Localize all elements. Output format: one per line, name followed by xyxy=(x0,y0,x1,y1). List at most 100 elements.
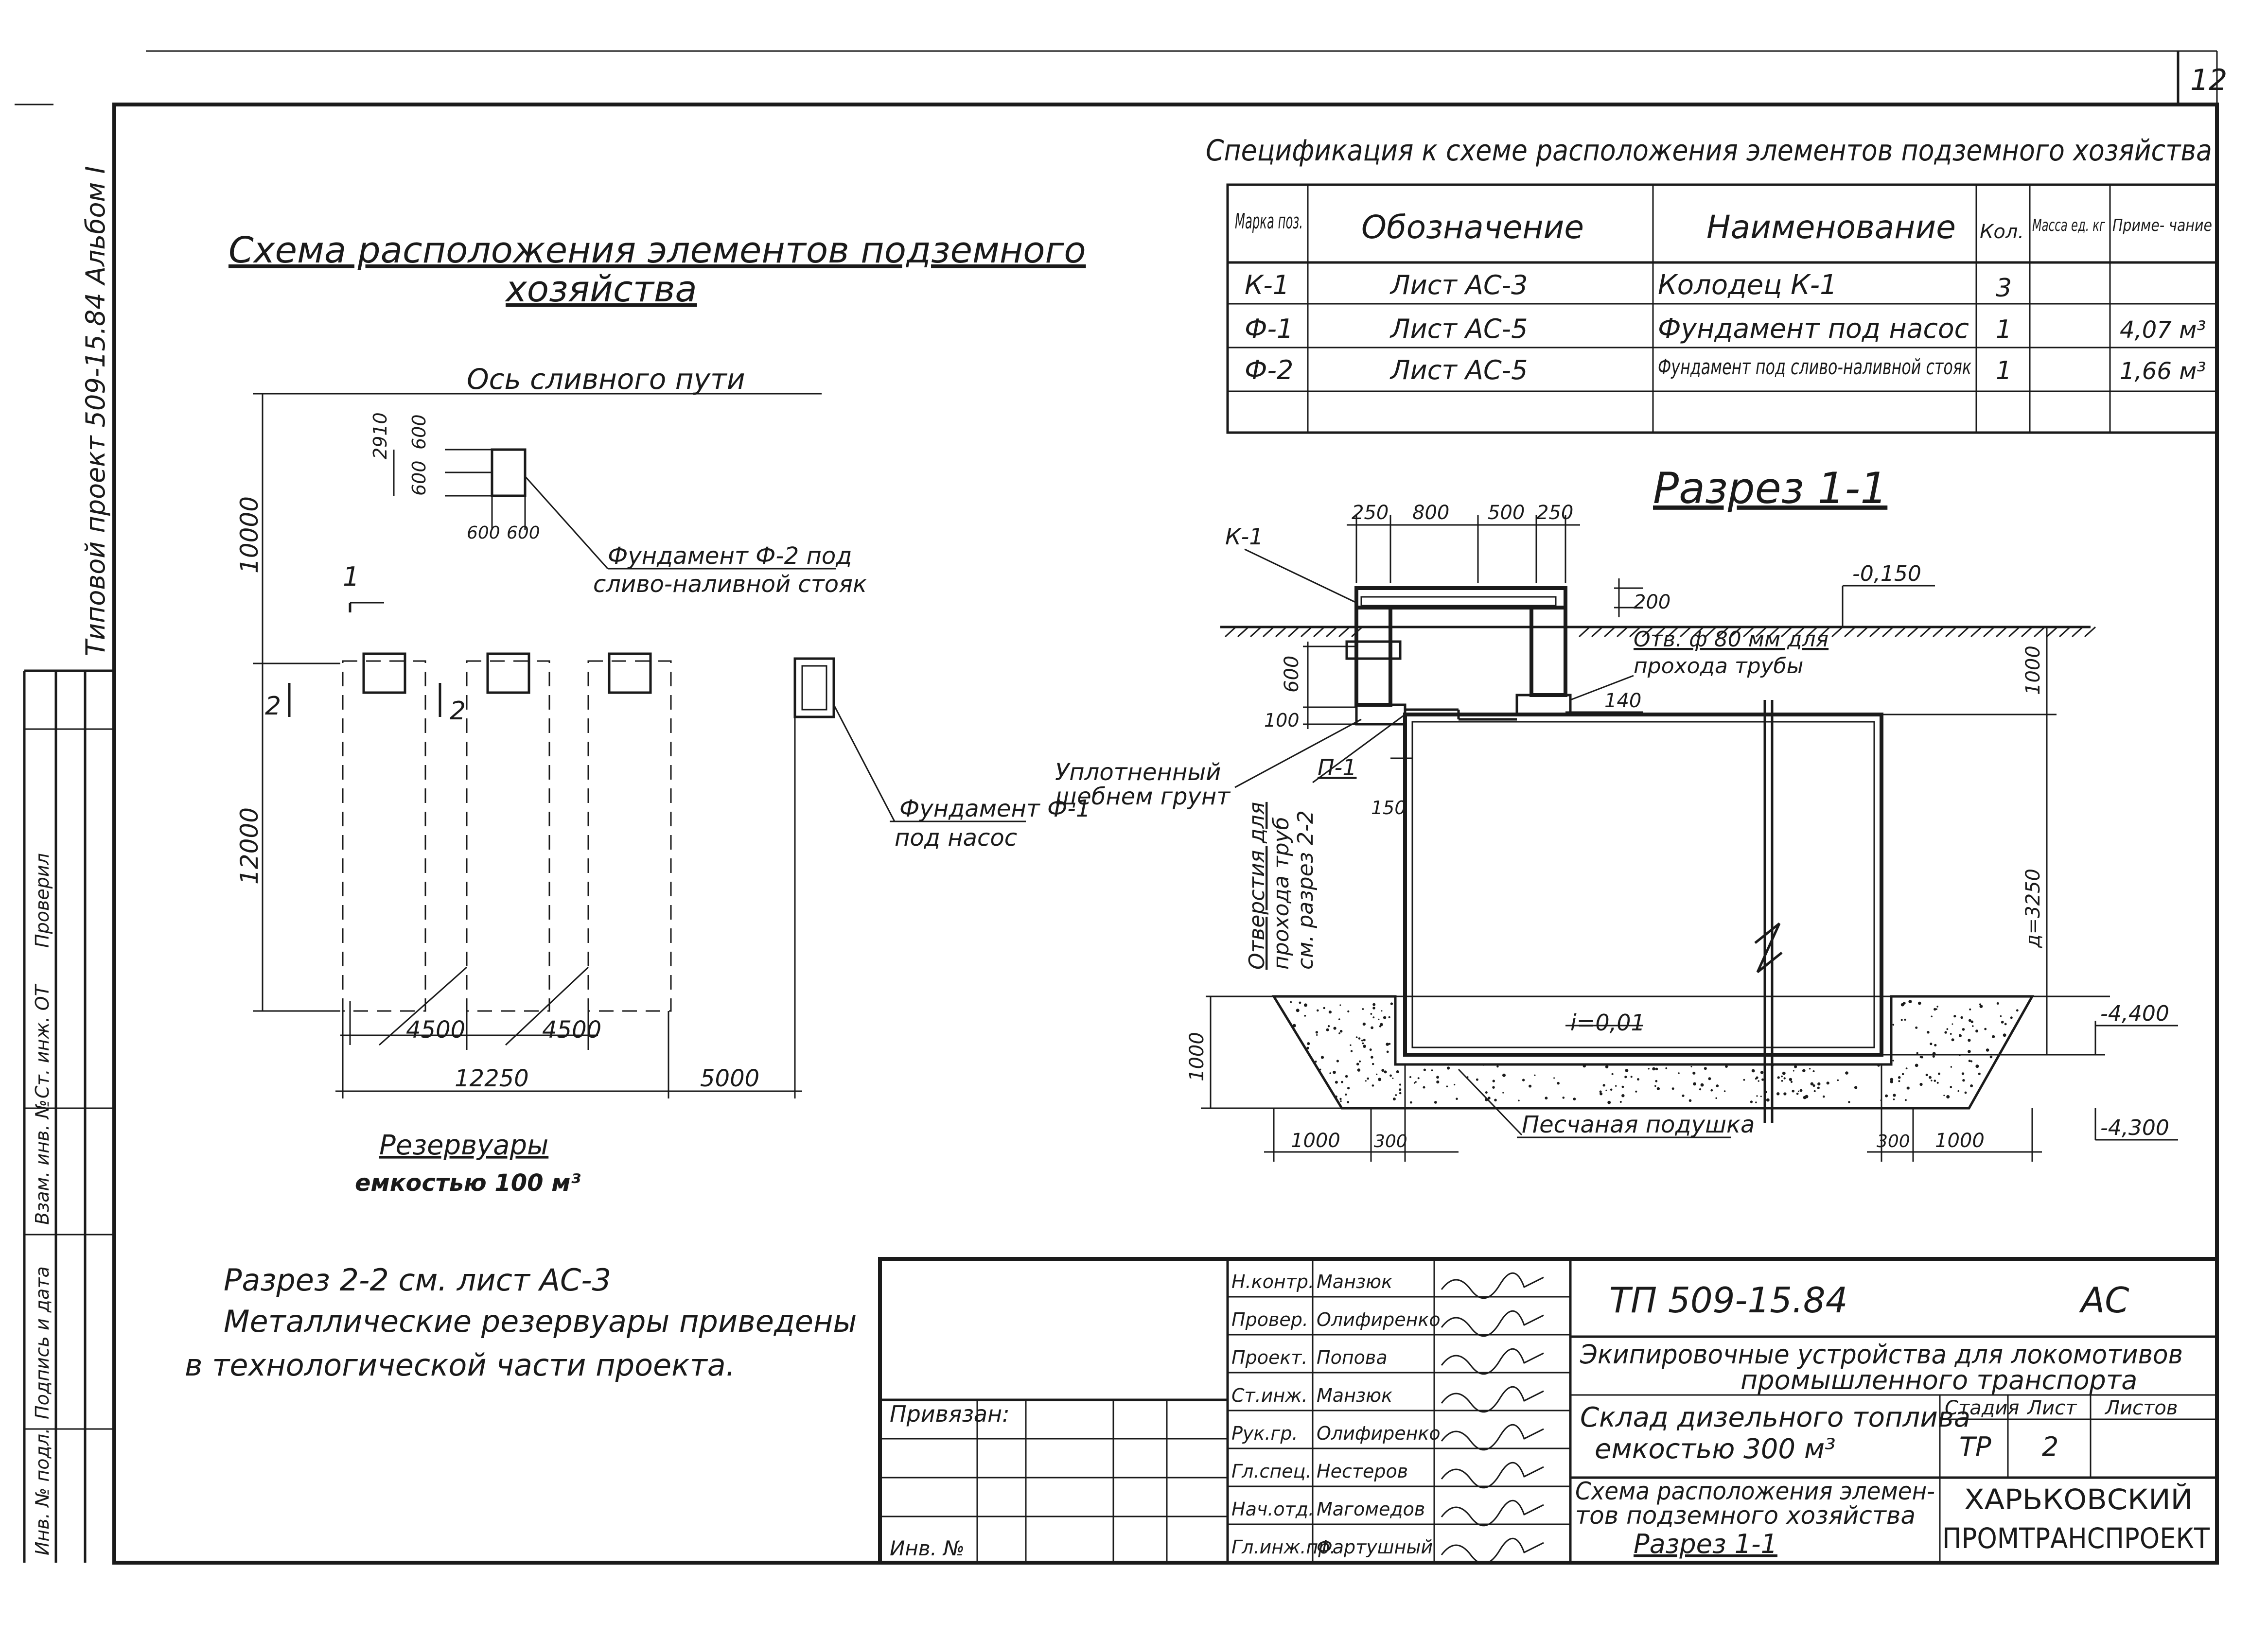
people-role: Провер. xyxy=(1231,1309,1308,1330)
sand-dot xyxy=(1848,1101,1850,1103)
spec-row3-mark: Ф-2 xyxy=(1245,355,1293,385)
pipe-holes-line1: Отверстия для xyxy=(1245,802,1269,970)
sand-dot xyxy=(1381,1010,1383,1012)
sand-dot xyxy=(1454,1083,1456,1086)
section-dim-top-1: 250 xyxy=(1352,502,1389,524)
sand-dot xyxy=(1760,1096,1762,1098)
sand-dot xyxy=(1345,1075,1348,1078)
sand-dot xyxy=(1319,1068,1321,1071)
sand-dot xyxy=(1789,1078,1793,1081)
level-bot: -4,300 xyxy=(2100,1115,2169,1140)
sand-dot xyxy=(1931,1015,1933,1017)
spec-title: Спецификация к схеме расположения элемен… xyxy=(1206,134,2212,168)
sand-dot xyxy=(1341,1080,1343,1083)
sand-dot xyxy=(1772,1064,1774,1067)
sand-dot xyxy=(1654,1085,1656,1087)
dim-10000: 10000 xyxy=(235,496,264,574)
sand-dot xyxy=(1655,1067,1658,1070)
hatch-mark xyxy=(1768,626,1780,638)
sand-dot xyxy=(1813,1090,1816,1092)
sand-dot xyxy=(2000,1015,2002,1017)
people-name: Магомедов xyxy=(1317,1499,1425,1520)
sand-dot xyxy=(1456,1098,1458,1100)
sand-dot xyxy=(1678,1072,1680,1074)
sand-dot xyxy=(1372,1007,1375,1010)
sand-dot xyxy=(1384,1070,1387,1074)
callout-f2-line2: сливо-наливной стояк xyxy=(593,571,867,598)
sand-dot xyxy=(1715,1097,1717,1099)
sand-dot xyxy=(1725,1065,1728,1068)
spec-row2-mark: Ф-1 xyxy=(1245,314,1293,344)
spec-row1-designation: Лист АС-3 xyxy=(1389,270,1528,300)
people-rows: Н.контр.МанзюкПровер.ОлифиренкоПроект.По… xyxy=(1228,1271,1570,1565)
sand-dot xyxy=(1417,1077,1420,1080)
section-dim-150: 150 xyxy=(1371,797,1407,819)
sand-dots xyxy=(1290,1000,2019,1104)
callout-f1-line1: Фундамент Ф-1 xyxy=(899,795,1090,822)
sand-dot xyxy=(1944,1031,1947,1034)
section-mark-1: 1 xyxy=(343,561,359,592)
sand-dot xyxy=(1399,1083,1401,1086)
people-role: Н.контр. xyxy=(1231,1271,1314,1292)
section-mark-p1: П-1 xyxy=(1318,754,1356,781)
hatch-mark xyxy=(1629,626,1641,638)
sand-dot xyxy=(1619,1101,1622,1103)
doc-code: ТП 509-15.84 xyxy=(1609,1280,1848,1321)
sand-dot xyxy=(1338,1018,1340,1020)
sand-dot xyxy=(1655,1080,1658,1082)
dim-600-d: 600 xyxy=(507,523,540,543)
sand-dot xyxy=(1783,1092,1787,1096)
hatch-mark xyxy=(2071,626,2084,638)
sand-dot xyxy=(1931,1080,1933,1081)
hatch-mark xyxy=(1793,626,1806,638)
sand-dot xyxy=(1333,1070,1336,1074)
sand-dot xyxy=(1710,1089,1713,1092)
sand-dot xyxy=(1485,1091,1488,1094)
sand-dot xyxy=(2004,1023,2007,1026)
sand-dot xyxy=(1918,1001,1921,1005)
hatch-mark xyxy=(1730,626,1742,638)
dim-4500-a: 4500 xyxy=(406,1016,465,1044)
note-line3: в технологической части проекта. xyxy=(185,1347,735,1383)
section-dim-600: 600 xyxy=(1281,656,1303,693)
hatch-mark xyxy=(1275,626,1287,638)
axis-label: Ось сливного пути xyxy=(467,363,745,396)
sand-dot xyxy=(1345,1093,1347,1096)
sheet-title-line1: Схема расположения элемен- xyxy=(1575,1477,1935,1505)
section-dim-1000-right: 1000 xyxy=(2022,645,2044,695)
hatch-mark xyxy=(1692,626,1705,638)
sand-dot xyxy=(1446,1085,1448,1087)
hatch-mark xyxy=(1881,626,1894,638)
signature xyxy=(1441,1310,1544,1337)
sand-dot xyxy=(1423,1086,1425,1089)
note-line2: Металлические резервуары приведены xyxy=(224,1304,857,1339)
spec-header-name: Наименование xyxy=(1706,209,1956,246)
sand-dot xyxy=(1436,1076,1439,1079)
sand-dot xyxy=(1892,1060,1894,1062)
section-dim-bottom-1: 1000 xyxy=(1291,1130,1340,1152)
sand-dot xyxy=(1372,1063,1374,1065)
sand-dot xyxy=(1793,1070,1794,1072)
compacted-line2: щебнем грунт xyxy=(1055,783,1231,810)
sand-dot xyxy=(1885,1094,1888,1098)
sand-dot xyxy=(1996,1002,1999,1005)
sand-dot xyxy=(1756,1076,1758,1079)
spec-row1-name: Колодец К-1 xyxy=(1658,269,1837,301)
sand-dot xyxy=(1826,1081,1829,1085)
section-dim-3250: д=3250 xyxy=(2022,869,2044,948)
sand-dot xyxy=(1908,1000,1912,1004)
doc-stamp: АС xyxy=(2079,1280,2129,1321)
dim-12250: 12250 xyxy=(455,1065,529,1092)
sand-dot xyxy=(1934,1044,1937,1046)
sand-dot xyxy=(1392,1078,1394,1079)
sand-dot xyxy=(1854,1086,1858,1089)
sand-dot xyxy=(1700,1083,1704,1087)
people-name: Манзюк xyxy=(1317,1271,1392,1292)
spec-header-mass: Масса ед. кг xyxy=(2032,216,2106,235)
spec-row3-qty: 1 xyxy=(1996,356,2012,385)
hatch-mark xyxy=(1262,626,1275,638)
sand-dot xyxy=(1950,1086,1952,1088)
sand-dot xyxy=(1365,1080,1367,1082)
hatch-mark xyxy=(1287,626,1300,638)
sand-dot xyxy=(1553,1077,1555,1079)
